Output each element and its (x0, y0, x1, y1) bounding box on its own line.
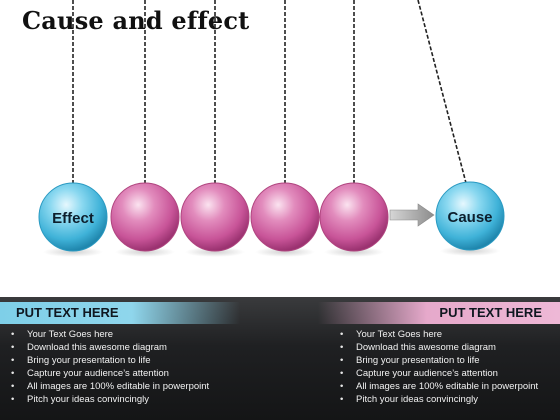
list-item: Capture your audience’s attention (9, 367, 209, 380)
cause-ball (435, 181, 505, 251)
list-item: Capture your audience’s attention (338, 367, 538, 380)
arrow-icon (389, 203, 435, 227)
list-item: Pitch your ideas convincingly (9, 393, 209, 406)
effect-ball (38, 182, 108, 252)
left-bullet-list: Your Text Goes here Download this awesom… (9, 328, 209, 406)
list-item: Bring your presentation to life (9, 354, 209, 367)
pink-ball-2 (180, 182, 250, 252)
list-item: Download this awesome diagram (338, 341, 538, 354)
list-item: Your Text Goes here (338, 328, 538, 341)
cause-label: Cause (447, 209, 492, 226)
newtons-cradle-diagram: Effect Cause (38, 0, 505, 257)
slide-title: Cause and effect (22, 6, 250, 35)
list-item: Bring your presentation to life (338, 354, 538, 367)
list-item: All images are 100% editable in powerpoi… (338, 380, 538, 393)
right-panel-header: PUT TEXT HERE (318, 302, 560, 324)
pink-ball-3 (250, 182, 320, 252)
string-cause (417, 0, 467, 184)
right-bullet-list: Your Text Goes here Download this awesom… (338, 328, 538, 406)
left-panel-header: PUT TEXT HERE (0, 302, 240, 324)
effect-label: Effect (52, 210, 94, 227)
list-item: Download this awesome diagram (9, 341, 209, 354)
list-item: All images are 100% editable in powerpoi… (9, 380, 209, 393)
list-item: Pitch your ideas convincingly (338, 393, 538, 406)
pink-ball-1 (110, 182, 180, 252)
pink-ball-4 (319, 182, 389, 252)
list-item: Your Text Goes here (9, 328, 209, 341)
